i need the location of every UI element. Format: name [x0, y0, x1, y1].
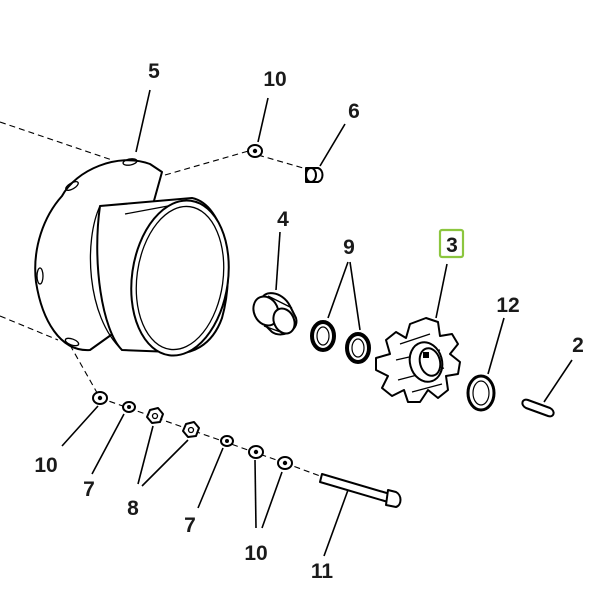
- part-4-bushing: [252, 292, 298, 336]
- callout-11: 11: [311, 560, 334, 583]
- callout-10-top: 10: [263, 68, 286, 91]
- callout-9: 9: [343, 236, 355, 259]
- part-2-pin: [521, 398, 555, 418]
- callout-6: 6: [348, 100, 360, 123]
- part-11-long-bolt: [319, 473, 402, 508]
- leader-lines: [61, 89, 573, 557]
- callout-labels: 5 10 6 4 9 3 12 2 10 7 8 7 10 11: [34, 60, 584, 583]
- part-8-nut-b: [182, 421, 200, 438]
- callout-7-right: 7: [184, 514, 196, 537]
- part-3-sprocket: [375, 317, 461, 403]
- part-10-left-washer: [92, 391, 108, 405]
- callout-12: 12: [496, 294, 519, 317]
- part-5-housing: [34, 158, 230, 357]
- callout-5: 5: [148, 60, 160, 83]
- callout-2: 2: [572, 334, 584, 357]
- part-7-left-lockwasher: [122, 401, 136, 413]
- part-6-bolt: [305, 167, 324, 183]
- callout-8: 8: [127, 497, 139, 520]
- part-10-bottom-washers: [248, 445, 293, 470]
- callout-7-left: 7: [83, 478, 95, 501]
- callout-3: 3: [446, 234, 458, 257]
- part-7-right-lockwasher: [220, 435, 234, 447]
- part-3-highlight-box: [438, 228, 465, 259]
- part-9-orings: [310, 320, 371, 364]
- part-10-top-washer: [247, 144, 263, 158]
- callout-10-left: 10: [34, 454, 57, 477]
- part-12-ring: [466, 374, 496, 412]
- part-8-nut-a: [146, 407, 164, 424]
- callout-4: 4: [277, 208, 289, 231]
- callout-10-bottom: 10: [244, 542, 267, 565]
